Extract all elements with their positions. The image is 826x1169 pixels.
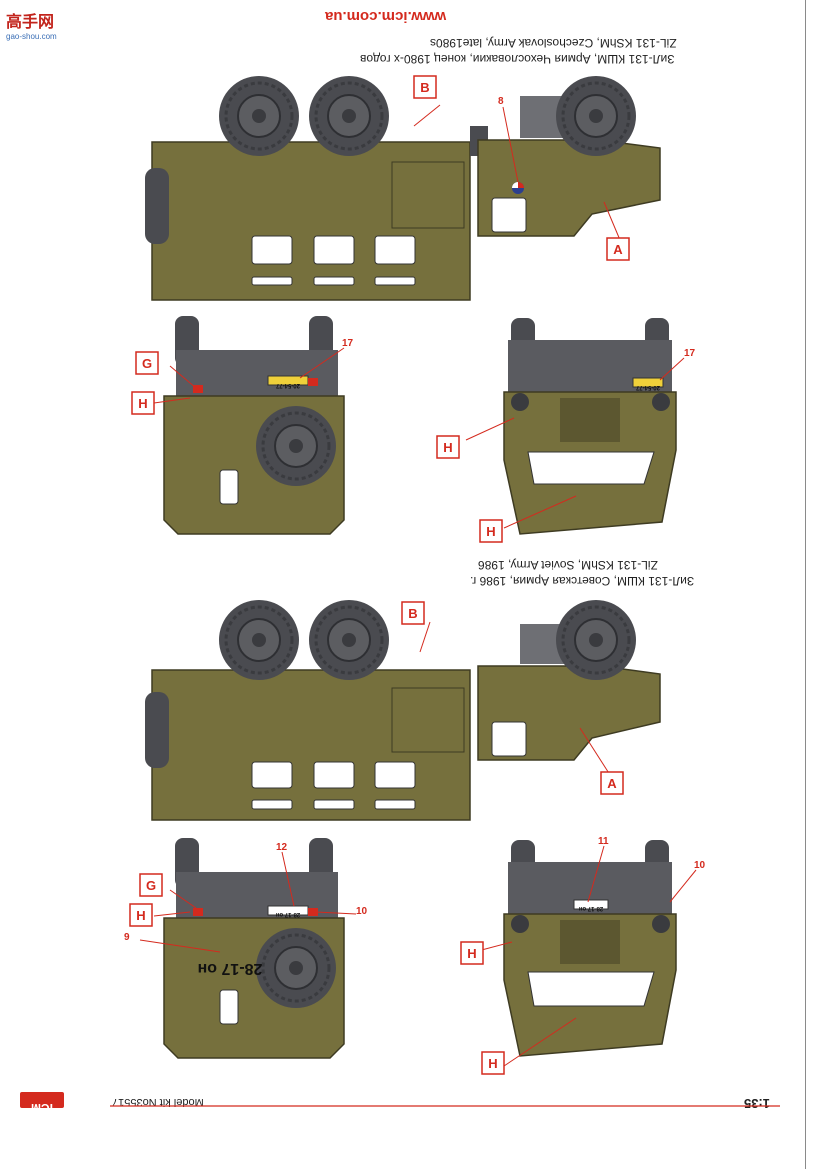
rear-view-soviet (163, 838, 345, 1059)
marker-H (481, 1051, 505, 1075)
front-plate (573, 899, 609, 910)
marker-B (401, 601, 425, 625)
svg-text:20-54-77: 20-54-77 (635, 384, 660, 390)
callout-17: 17 (342, 338, 354, 349)
callout-10: 10 (356, 906, 368, 917)
rear-wheel-1 (217, 74, 301, 158)
marker-H (436, 435, 460, 459)
front-view-czech (503, 318, 677, 535)
side-view-czech (145, 74, 661, 301)
marker-H (129, 903, 153, 927)
svg-text:28-17 он: 28-17 он (275, 911, 300, 917)
svg-text:28-17 он: 28-17 он (198, 960, 263, 977)
spare-wheel-rear (254, 404, 338, 488)
plates: 20-54-77 20-54-77 28-17 он 28-17 он 28-1… (198, 382, 660, 977)
watermark-logo: 高手网 gao-shou.com (6, 8, 68, 41)
callout-12: 12 (276, 842, 288, 853)
marker-boxes: B A G H H H B A G H H H (129, 75, 630, 1075)
svg-text:B: B (420, 80, 429, 95)
svg-text:B: B (408, 606, 417, 621)
svg-text:ICM: ICM (31, 1101, 53, 1115)
rear-view-czech (163, 316, 345, 535)
marker-H (131, 391, 155, 415)
kung-slot (251, 276, 293, 286)
marker-B (413, 75, 437, 99)
marker-G (135, 351, 159, 375)
front-view-soviet (503, 840, 677, 1057)
svg-text:H: H (467, 946, 476, 961)
kung-window (251, 235, 293, 265)
marker-H (460, 941, 484, 965)
front-wheel (554, 74, 638, 158)
kung-window (313, 235, 355, 265)
svg-text:H: H (486, 524, 495, 539)
marker-G (139, 873, 163, 897)
front-wheel (554, 598, 638, 682)
cab-window (491, 197, 527, 233)
kung-slot (374, 276, 416, 286)
marker-H (479, 519, 503, 543)
number-callouts: 8 17 17 12 11 10 10 9 (124, 96, 706, 943)
icm-logo: ICM (20, 1092, 64, 1115)
watermark-text: 高手网 (6, 14, 55, 31)
svg-text:G: G (146, 878, 156, 893)
callout-17: 17 (684, 348, 696, 359)
front-plate (632, 377, 664, 388)
side-view-soviet (145, 598, 661, 821)
page-edge (805, 0, 806, 1169)
svg-text:A: A (613, 242, 623, 257)
kung-body (151, 141, 471, 301)
callout-10: 10 (694, 860, 706, 871)
marker-A (606, 237, 630, 261)
kung-door (391, 161, 465, 229)
rear-wheel-2 (307, 598, 391, 682)
watermark-sub: gao-shou.com (6, 32, 57, 41)
rear-wheel-1 (217, 598, 301, 682)
callout-8: 8 (498, 96, 504, 107)
svg-text:H: H (138, 396, 147, 411)
grille (560, 398, 620, 442)
svg-text:H: H (488, 1056, 497, 1071)
marker-A (600, 771, 624, 795)
svg-text:H: H (443, 440, 452, 455)
svg-text:20-54-77: 20-54-77 (275, 382, 300, 388)
svg-text:G: G (142, 356, 152, 371)
callout-11: 11 (598, 836, 609, 847)
kung-window (374, 235, 416, 265)
kung-slot (313, 276, 355, 286)
windshield (527, 451, 655, 485)
svg-text:A: A (607, 776, 617, 791)
svg-text:28-17 он: 28-17 он (578, 905, 603, 911)
rear-wheel-2 (307, 74, 391, 158)
svg-text:H: H (136, 908, 145, 923)
spare-wheel (145, 168, 169, 244)
callout-9: 9 (124, 932, 130, 943)
